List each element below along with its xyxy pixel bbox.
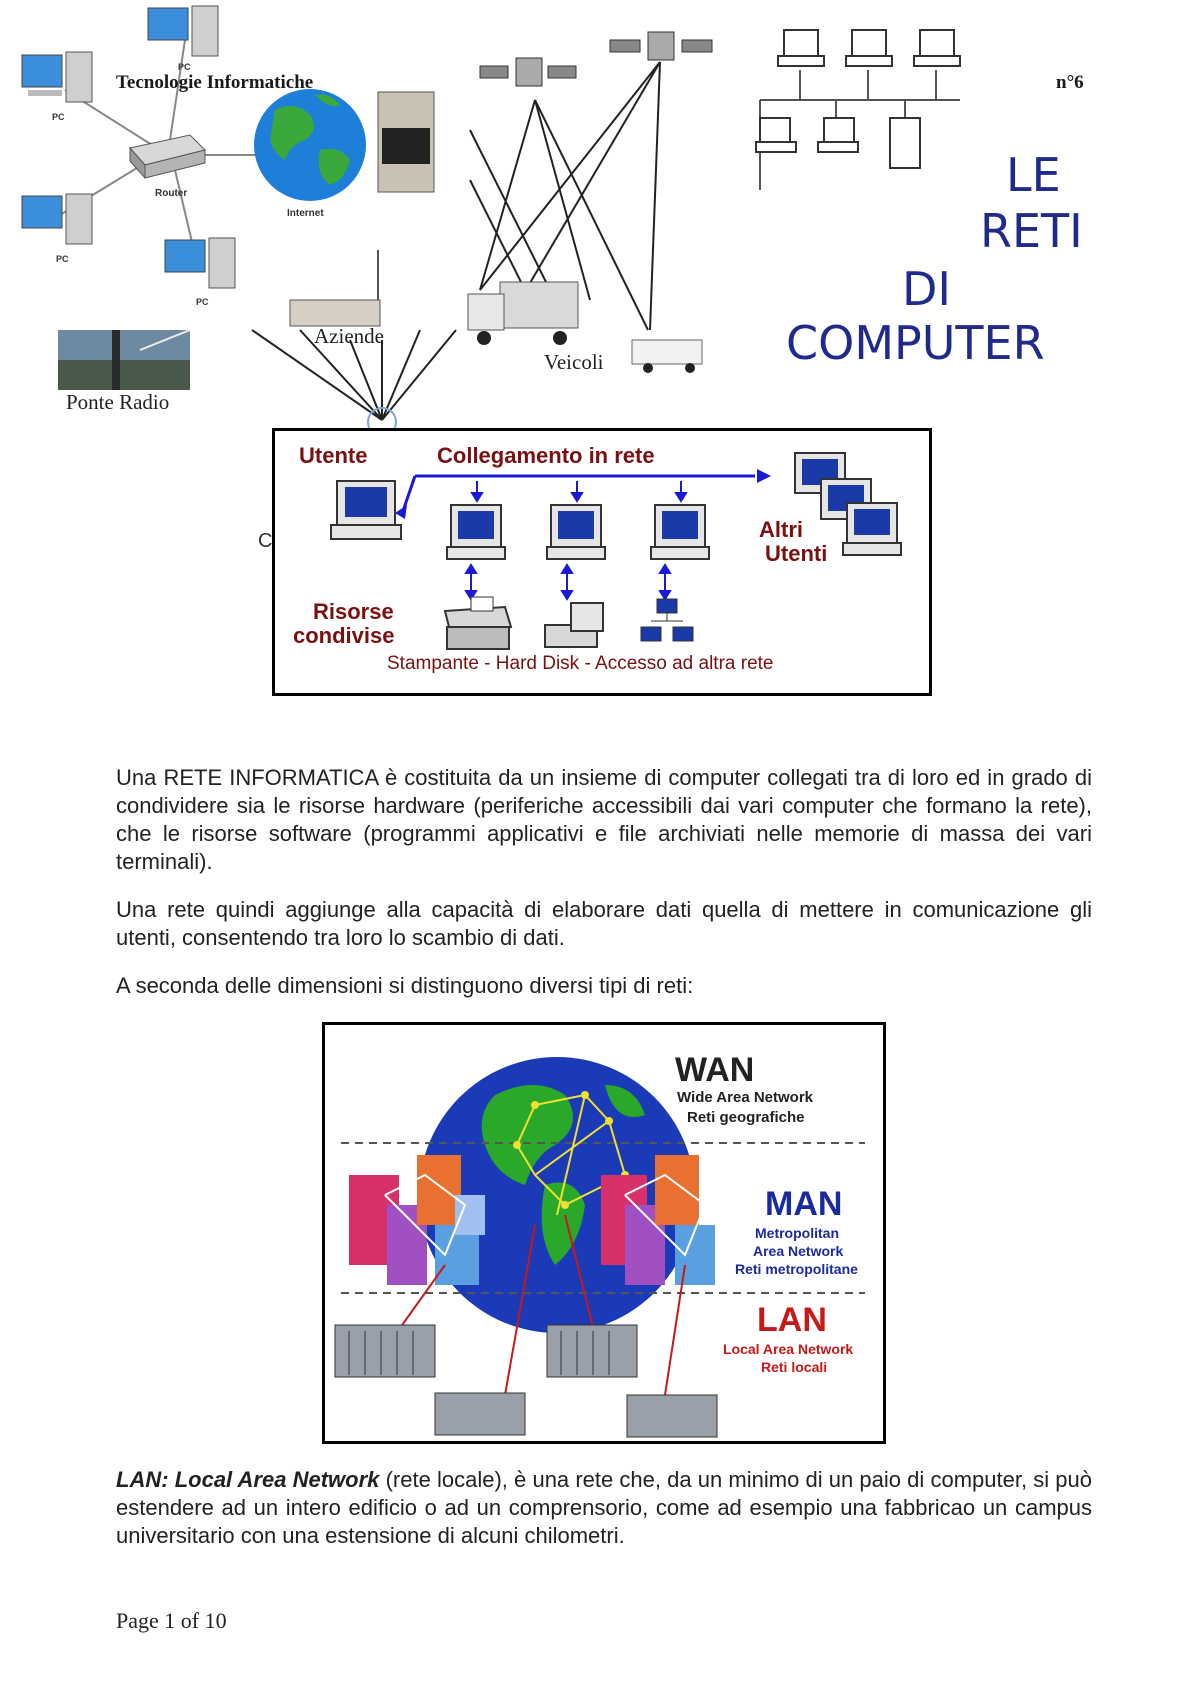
network-computer-icon [546,504,606,560]
svg-text:PC: PC [52,112,65,122]
altri-label: Altri [759,517,803,542]
utente-computer-icon [330,480,402,540]
altri-utenti-computers-icon [794,452,902,556]
network-collage-illustration: Router PC PC PC PC Internet [21,5,961,430]
company-device-icon [289,250,381,327]
network-computer-icon [446,504,506,560]
van-icon [631,339,703,373]
man-desc-2: Area Network [753,1243,844,1259]
svg-text:PC: PC [196,297,209,307]
pc-icon [164,237,236,289]
other-network-icon [640,598,694,642]
pc-icon [21,51,93,103]
truck-icon [467,281,579,345]
radio-tower-photo [58,329,191,390]
main-title-line-1: LE [1006,148,1061,202]
main-title-line-2: RETI [980,204,1083,258]
stray-letter: C [258,530,273,552]
network-sharing-diagram: Utente Collegamento in rete Altri Utenti… [272,428,932,696]
printer-icon [443,596,513,650]
man-buildings-left [349,1155,485,1285]
router-icon [129,134,206,180]
paragraph-types-intro: A seconda delle dimensioni si distinguon… [116,973,694,998]
intro-text: Una RETE INFORMATICA è costituita da un … [116,764,1092,1020]
page-footer: Page 1 of 10 [116,1608,227,1633]
lan-term: LAN: Local Area Network [116,1467,380,1492]
lan-definition-text: (rete locale), è una rete che, da un min… [116,1467,1092,1548]
man-buildings-right [601,1155,715,1285]
internet-globe-icon [254,89,366,201]
resources-caption: Stampante - Hard Disk - Accesso ad altra… [387,653,774,674]
wan-desc-1: Wide Area Network [677,1089,814,1106]
veicoli-label: Veicoli [544,350,604,374]
paragraph-definition: Una RETE INFORMATICA è costituita da un … [116,765,1092,874]
svg-text:PC: PC [178,62,191,72]
man-desc-1: Metropolitan [755,1225,839,1241]
man-label: MAN [765,1185,843,1223]
satellite-icon [609,31,713,61]
man-desc-3: Reti metropolitane [735,1261,858,1277]
lan-definition-paragraph: LAN: Local Area Network (rete locale), è… [116,1466,1092,1550]
lan-bus-illustration [755,29,961,190]
antenna-icon [367,407,397,430]
server-icon [377,91,435,193]
document-header-title: Tecnologie Informatiche [116,72,314,93]
network-computer-icon [650,504,710,560]
satellite-icon [479,57,577,87]
router-label: Router [155,188,187,199]
utenti-label: Utenti [765,541,828,566]
satellite-links [469,61,661,331]
router-network-graphic: Router PC PC PC PC [21,5,270,307]
pc-icon [21,193,93,245]
internet-label: Internet [287,208,324,219]
lan-buildings [334,1324,718,1438]
collegamento-label: Collegamento in rete [437,443,655,468]
svg-text:PC: PC [56,254,69,264]
wan-label: WAN [675,1051,755,1089]
wan-man-lan-diagram: WAN Wide Area Network Reti geografiche M… [322,1022,886,1444]
aziende-label: Aziende [314,324,384,348]
risorse-label: Risorse [313,599,394,624]
main-title-line-4: COMPUTER [786,316,1045,370]
main-title-line-3: DI [902,262,951,316]
lan-desc-1: Local Area Network [723,1341,854,1357]
hard-disk-icon [544,602,604,648]
lan-desc-2: Reti locali [761,1359,828,1375]
condivise-label: condivise [293,623,395,648]
lan-label: LAN [757,1301,827,1339]
pc-icon [147,5,219,57]
ponte-radio-label: Ponte Radio [66,390,170,414]
utente-label: Utente [299,443,368,468]
document-number: n°6 [1056,72,1084,93]
radio-links [251,329,457,421]
wan-desc-2: Reti geografiche [687,1109,805,1126]
paragraph-communication: Una rete quindi aggiunge alla capacità d… [116,897,1092,950]
